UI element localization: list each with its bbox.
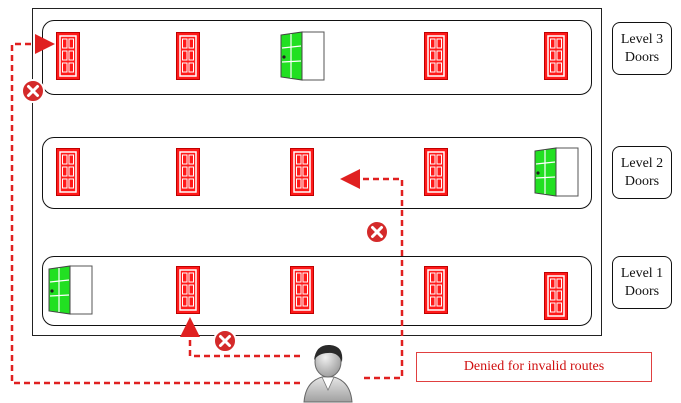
deny-x-icon [213, 329, 237, 353]
door-closed-icon [56, 148, 80, 201]
door-closed-icon [290, 266, 314, 319]
door-closed-icon [424, 148, 448, 201]
person-icon [303, 344, 353, 403]
level-2-row [42, 137, 592, 209]
door-closed-icon [290, 148, 314, 201]
route-level-3 [10, 34, 300, 385]
level-1-label: Level 1 Doors [612, 256, 672, 309]
door-closed-icon [56, 32, 80, 85]
door-open-icon [534, 147, 580, 202]
door-open-icon [48, 265, 94, 320]
route-level-1 [180, 317, 300, 358]
door-open-icon [280, 31, 326, 86]
door-closed-icon [424, 32, 448, 85]
building-frame [32, 8, 602, 336]
door-closed-icon [176, 148, 200, 201]
level-1-row [42, 256, 592, 326]
door-closed-icon [544, 272, 568, 325]
door-closed-icon [176, 266, 200, 319]
level-3-label: Level 3 Doors [612, 22, 672, 75]
door-closed-icon [424, 266, 448, 319]
door-closed-icon [176, 32, 200, 85]
level-2-label: Level 2 Doors [612, 146, 672, 199]
deny-x-icon [21, 79, 45, 103]
door-closed-icon [544, 32, 568, 85]
denied-legend: Denied for invalid routes [416, 352, 652, 382]
route-level-2 [340, 169, 404, 380]
deny-x-icon [365, 220, 389, 244]
